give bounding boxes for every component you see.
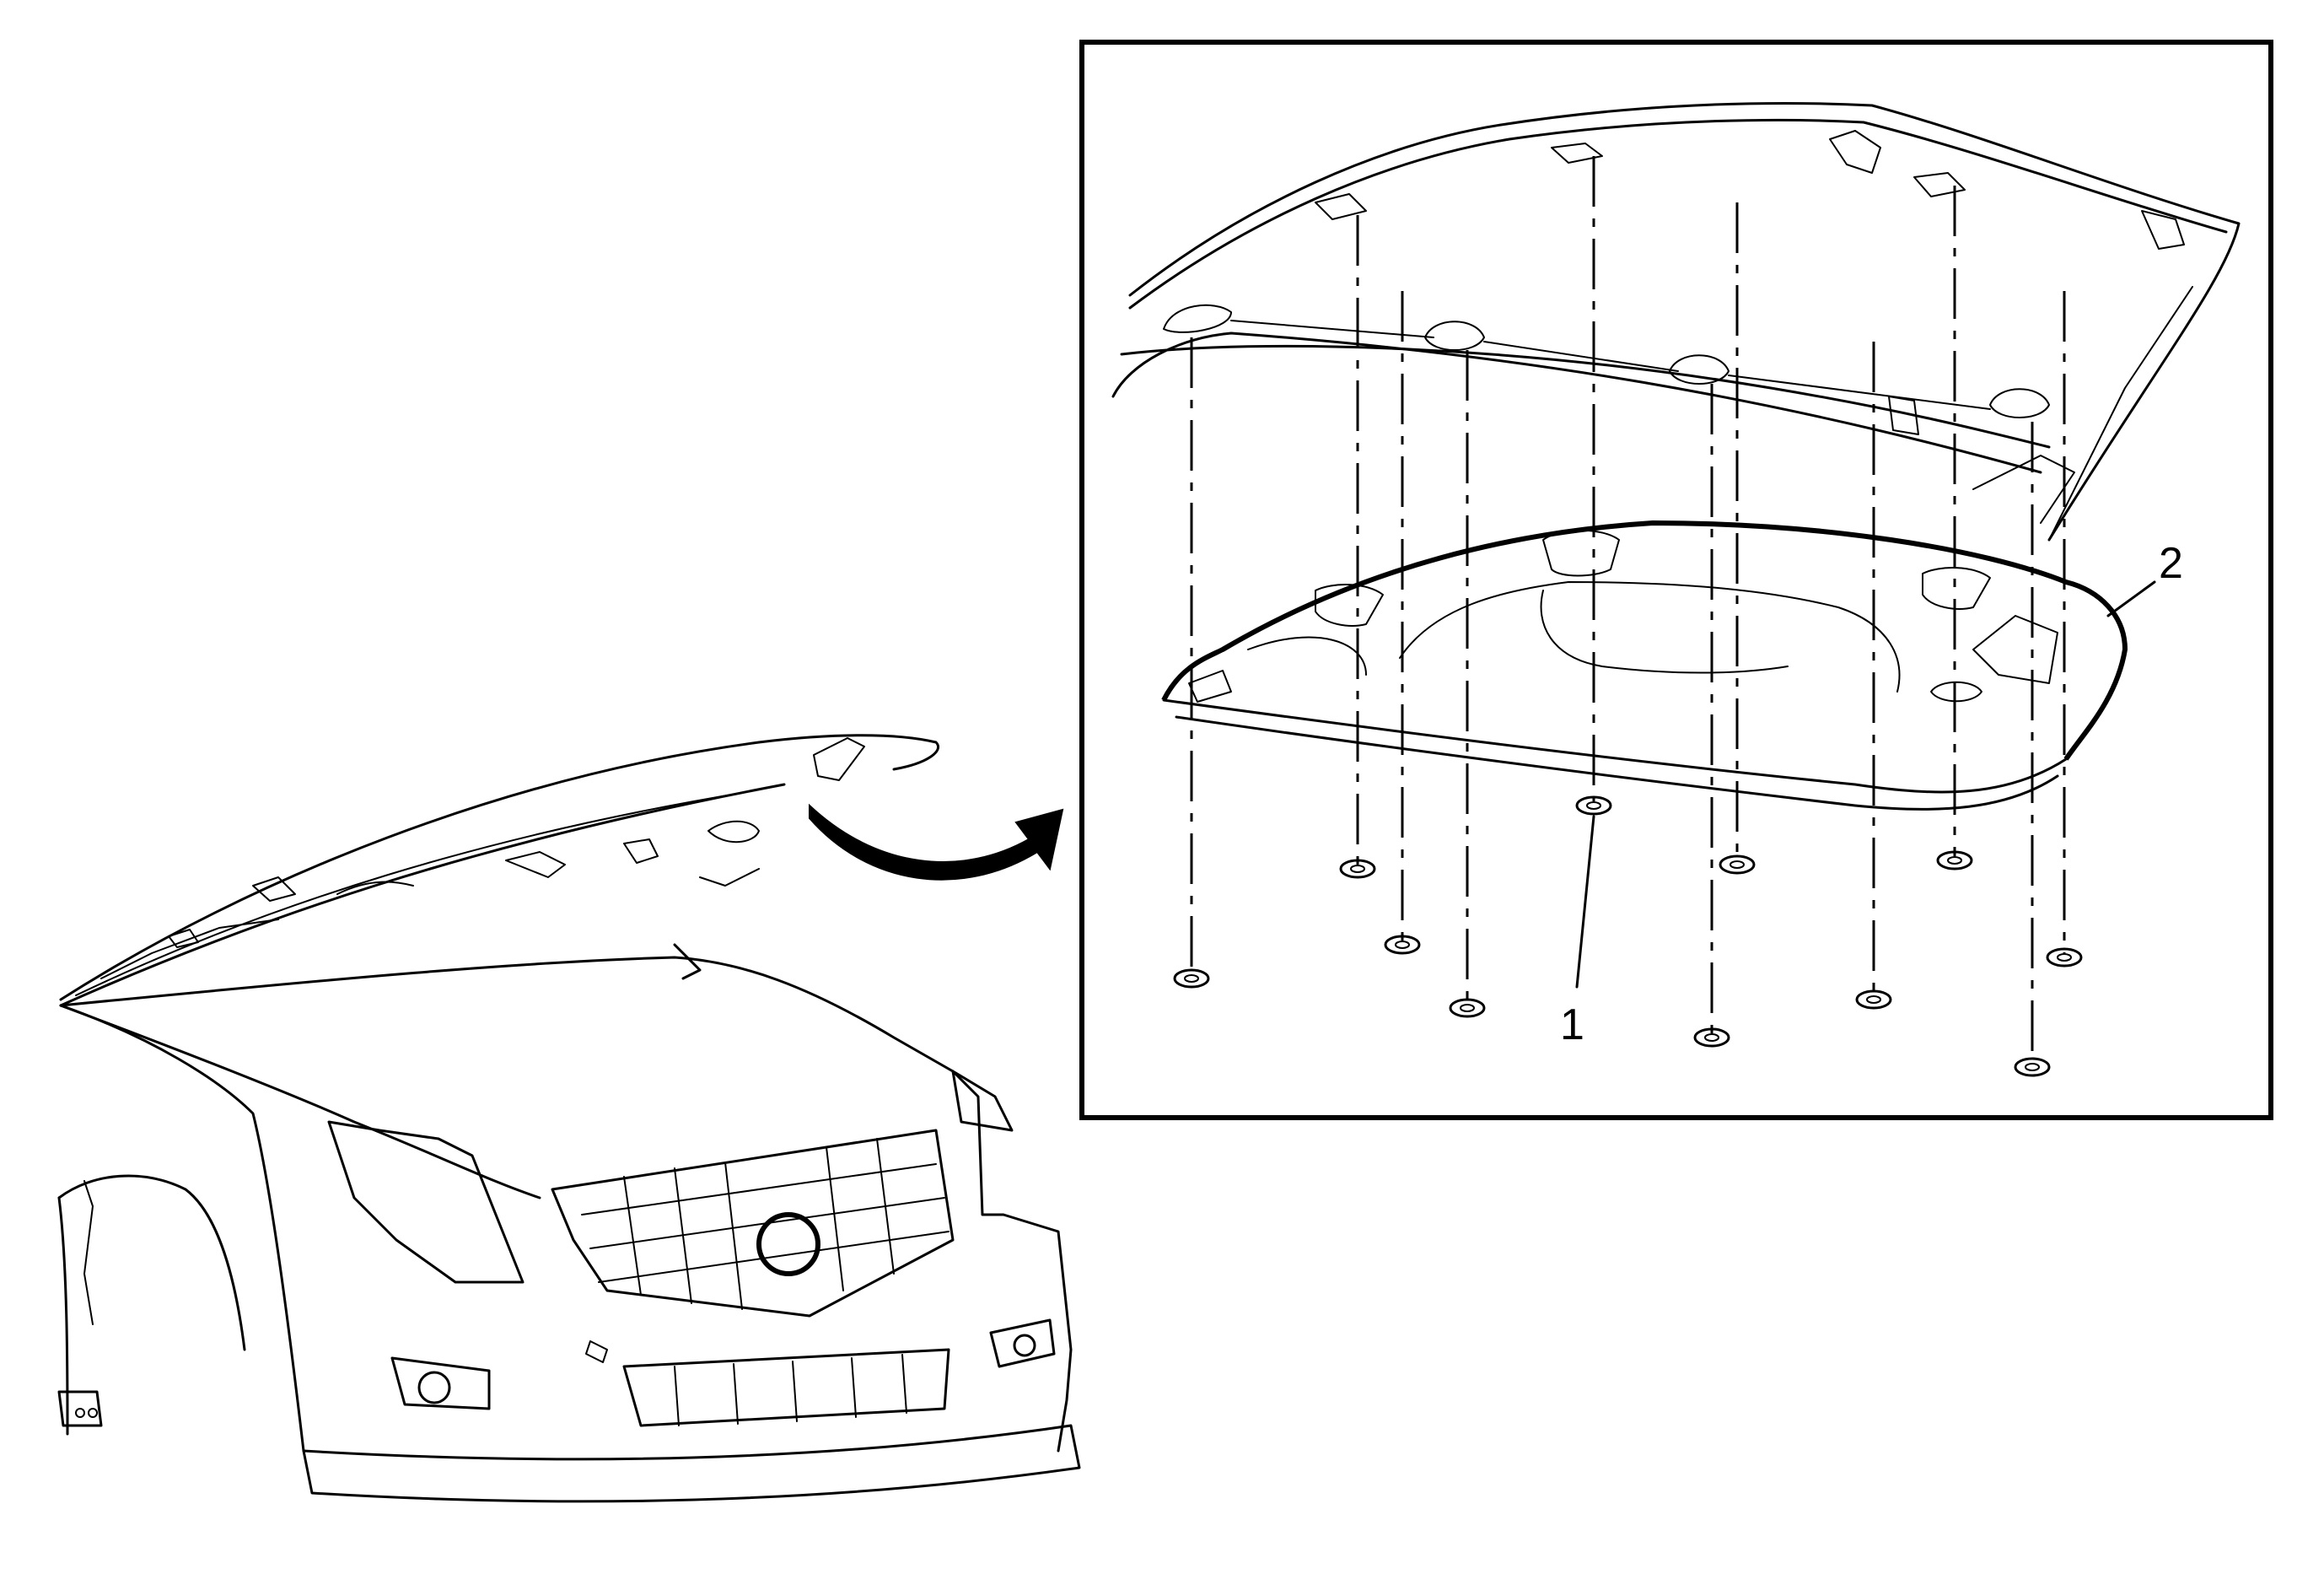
retainer-icon [1693,1027,1730,1048]
callout-1-label: 1 [1560,1000,1584,1049]
retainer-icon [2046,947,2083,968]
retainer-icon [1855,989,1892,1010]
retainer-icon [1719,854,1756,875]
vehicle-front-view [57,734,1081,1503]
retainer-icon [1173,968,1210,989]
retainer-fasteners [1173,795,2083,1077]
fastener-lines [1190,156,2066,1063]
open-hood [59,734,939,1007]
callout-1: 1 [1560,815,1595,1049]
arrow-icon [809,803,1064,881]
hood-underside [1111,101,2241,542]
callout-2-label: 2 [2159,539,2183,588]
hood-insulator [1161,520,2128,811]
callout-2: 2 [2106,539,2183,617]
retainer-icon [1384,935,1421,955]
retainer-icon [1936,850,1973,871]
detail-inset: 1 2 [1079,40,2273,1120]
retainer-icon [1339,859,1376,879]
retainer-icon [1449,998,1486,1018]
detail-frame [1079,40,2273,1120]
vehicle-body [57,943,1081,1503]
retainer-icon [1575,795,1612,816]
retainer-icon [2014,1057,2051,1077]
